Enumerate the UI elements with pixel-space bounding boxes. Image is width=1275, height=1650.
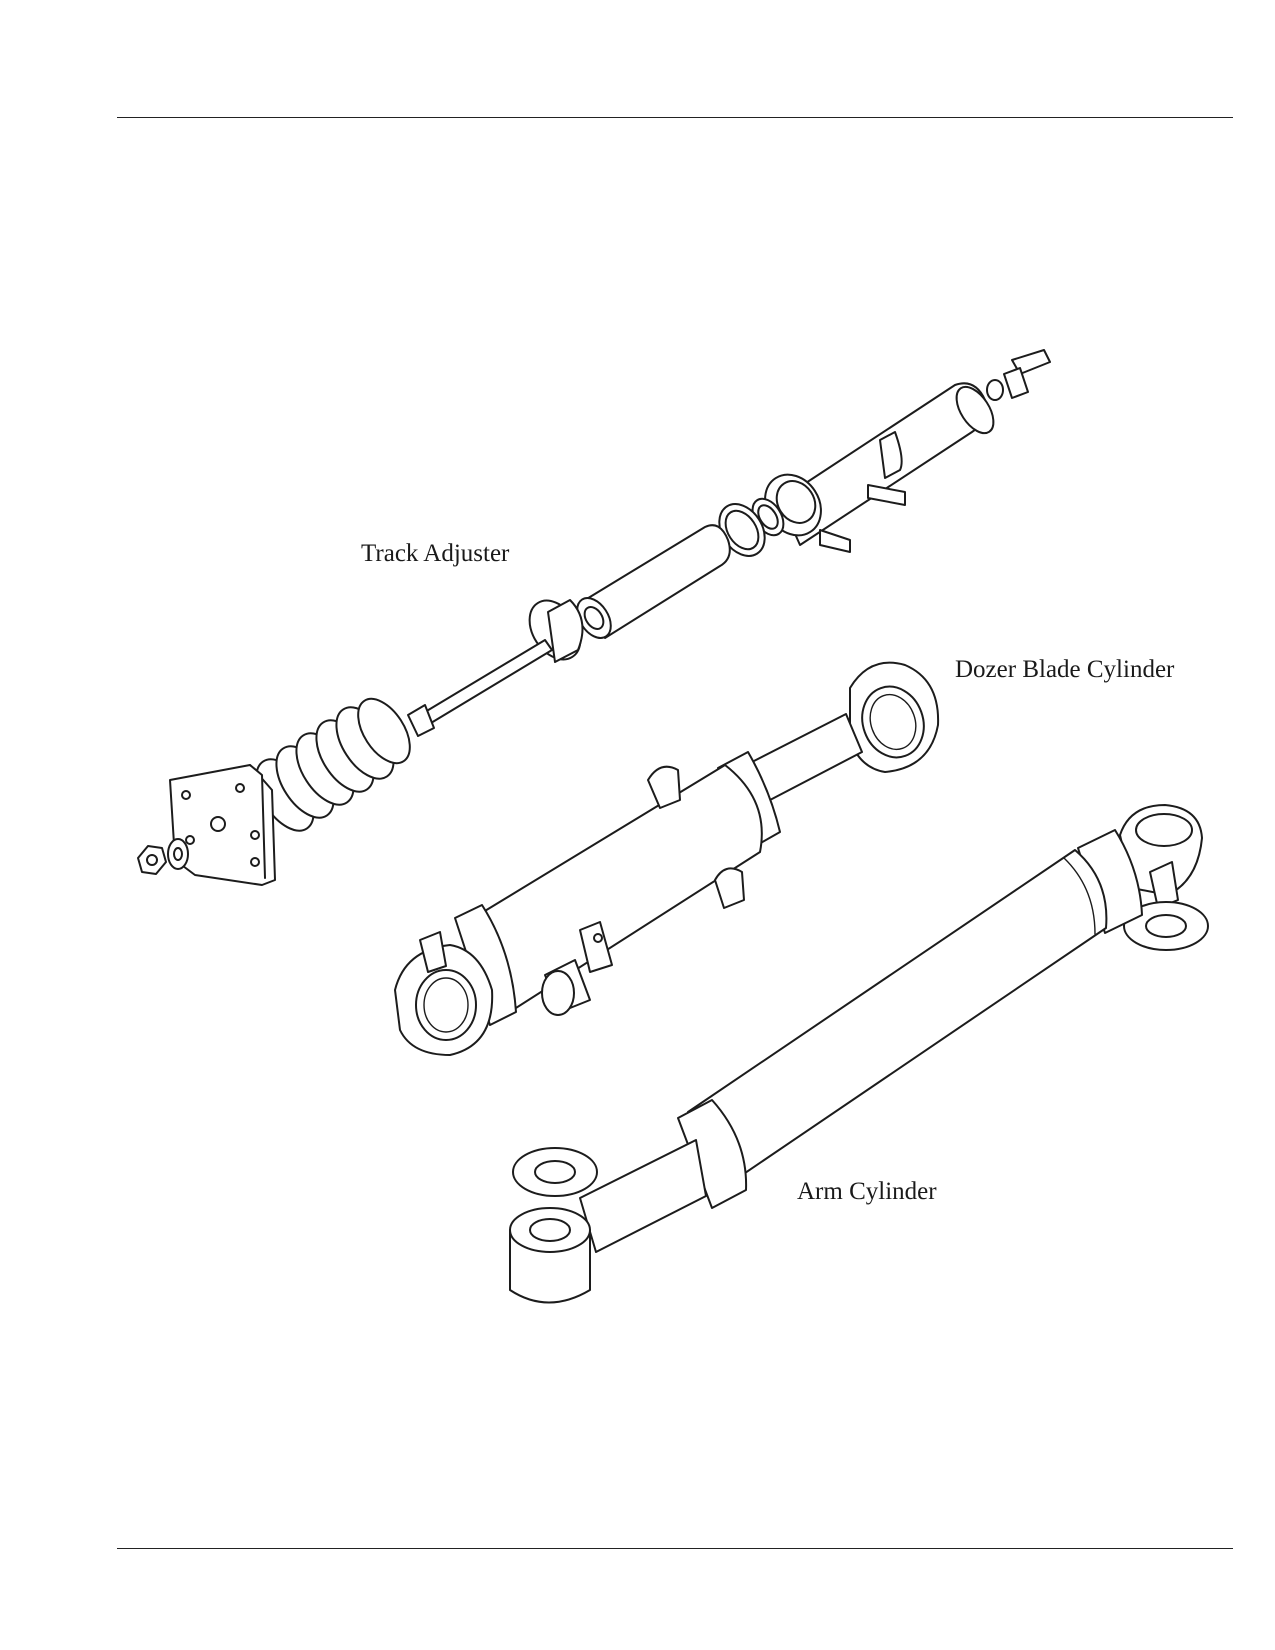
- piston: [576, 524, 731, 639]
- dozer-bottom-eye: [394, 931, 494, 1056]
- arm-cylinder-head: [1077, 829, 1143, 934]
- top-rule: [117, 117, 1233, 118]
- adjuster-cylinder: [764, 382, 995, 553]
- recoil-spring: [255, 697, 411, 832]
- arm-bottom-eye: [509, 1207, 591, 1304]
- grease-fitting: [986, 349, 1051, 401]
- dozer-blade-cylinder-drawing: [394, 661, 940, 1056]
- track-adjuster-drawing: [137, 349, 1051, 886]
- arm-cylinder-label: Arm Cylinder: [797, 1178, 937, 1205]
- dozer-lug-bottom: [714, 867, 745, 909]
- mounting-plate: [169, 764, 276, 886]
- arm-gland: [677, 1099, 748, 1209]
- track-adjuster-label: Track Adjuster: [361, 540, 510, 567]
- dozer-rod: [751, 713, 863, 801]
- dozer-head-collar: [454, 904, 517, 1026]
- nut-and-washer: [137, 838, 189, 875]
- bottom-rule: [117, 1548, 1233, 1549]
- dozer-top-eye: [849, 661, 940, 773]
- arm-top-eye: [1119, 804, 1209, 951]
- adjuster-rod: [407, 599, 584, 737]
- dozer-blade-cylinder-label: Dozer Blade Cylinder: [955, 656, 1175, 683]
- arm-cylinder-drawing: [509, 804, 1209, 1304]
- arm-rod: [579, 1139, 707, 1253]
- arm-barrel: [687, 849, 1108, 1191]
- dozer-lug-top: [647, 765, 681, 809]
- dozer-barrel: [469, 764, 763, 1016]
- dozer-elbow-fitting: [541, 921, 613, 1016]
